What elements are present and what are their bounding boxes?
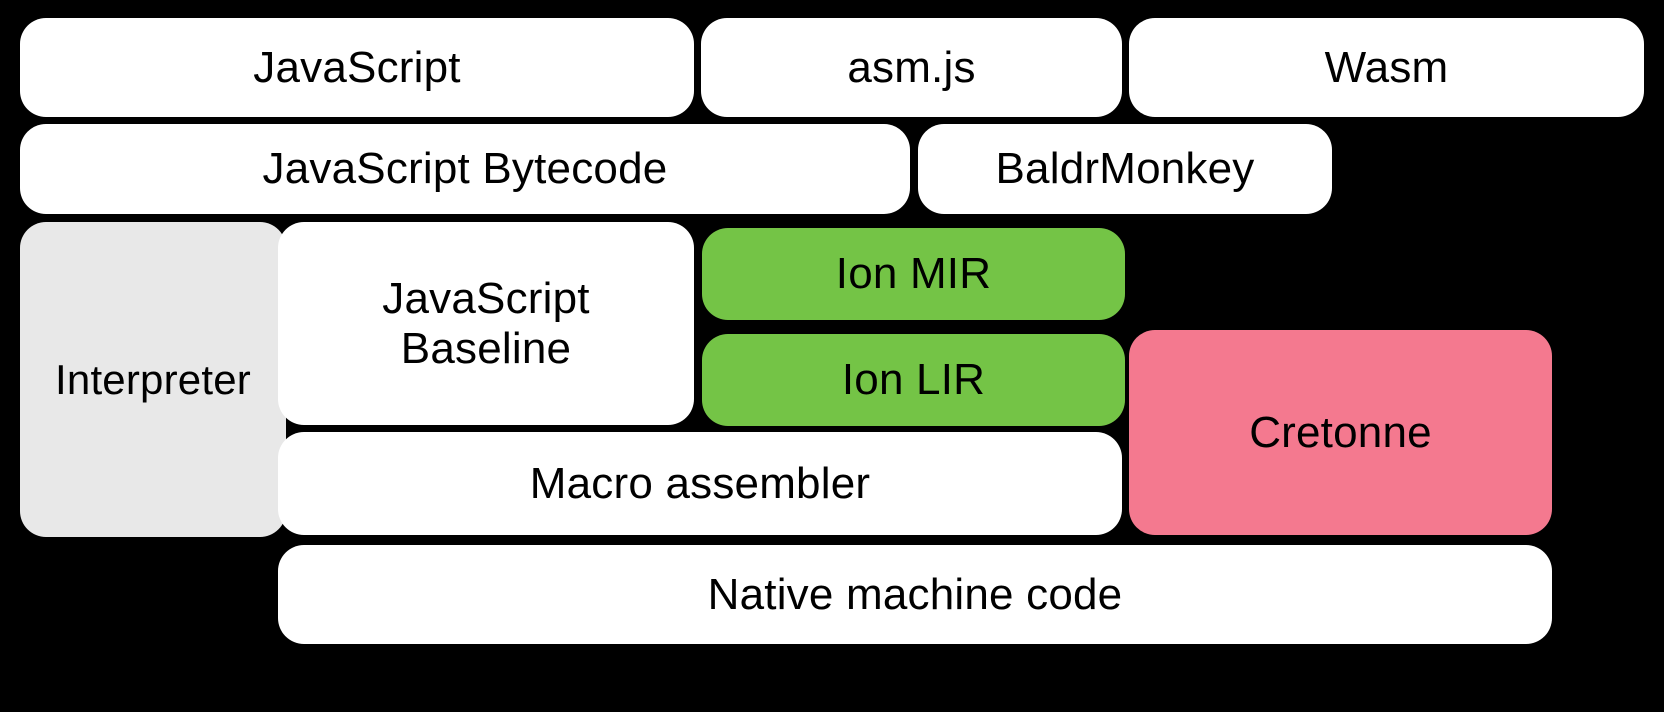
node-label-javascript-bytecode: JavaScript Bytecode xyxy=(262,144,668,194)
node-label-javascript-baseline: JavaScript Baseline xyxy=(382,274,590,373)
node-label-wasm: Wasm xyxy=(1324,42,1449,92)
node-label-asm-js: asm.js xyxy=(847,42,976,92)
node-ion-lir: Ion LIR xyxy=(702,334,1125,426)
node-label-native-machine-code: Native machine code xyxy=(707,569,1123,619)
node-native-machine-code: Native machine code xyxy=(278,545,1552,644)
node-ion-mir: Ion MIR xyxy=(702,228,1125,320)
node-interpreter: Interpreter xyxy=(20,222,286,537)
node-asm-js: asm.js xyxy=(701,18,1122,117)
node-macro-assembler: Macro assembler xyxy=(278,432,1122,535)
node-javascript: JavaScript xyxy=(20,18,694,117)
node-label-ion-lir: Ion LIR xyxy=(841,355,986,405)
node-label-cretonne: Cretonne xyxy=(1249,407,1432,457)
node-baldrmonkey: BaldrMonkey xyxy=(918,124,1332,214)
node-javascript-baseline: JavaScript Baseline xyxy=(278,222,694,425)
node-label-ion-mir: Ion MIR xyxy=(835,249,992,299)
node-label-baldrmonkey: BaldrMonkey xyxy=(995,144,1255,194)
node-javascript-bytecode: JavaScript Bytecode xyxy=(20,124,910,214)
node-label-javascript: JavaScript xyxy=(253,42,461,92)
node-cretonne: Cretonne xyxy=(1129,330,1552,535)
node-label-macro-assembler: Macro assembler xyxy=(529,458,871,508)
node-label-interpreter: Interpreter xyxy=(55,355,251,403)
node-wasm: Wasm xyxy=(1129,18,1644,117)
